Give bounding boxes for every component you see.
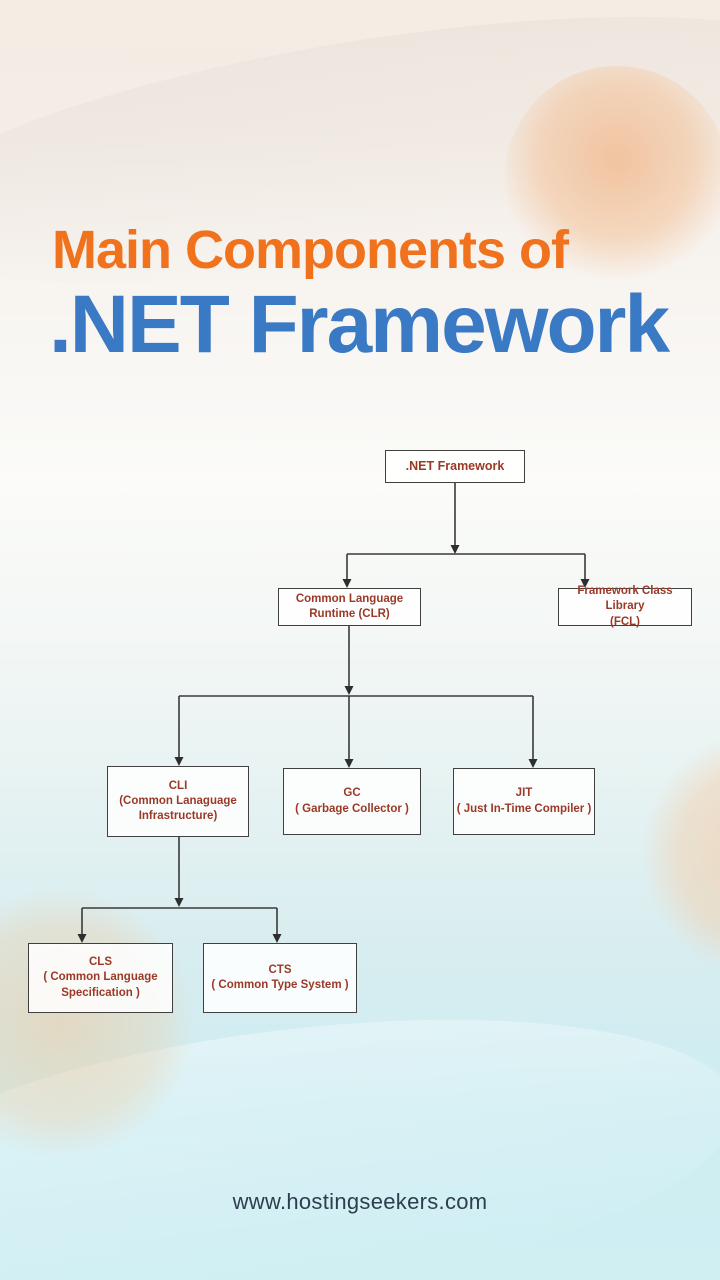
connector-cli-to-row4 [77, 837, 282, 943]
title-line-1: Main Components of [52, 220, 569, 280]
website-url: www.hostingseekers.com [232, 1189, 488, 1214]
node-dotnet-framework: .NET Framework [385, 450, 525, 483]
connector-clr-to-row3 [174, 626, 538, 768]
title-line-2: .NET Framework [49, 279, 670, 370]
node-gc: GC ( Garbage Collector ) [283, 768, 421, 835]
node-clr: Common Language Runtime (CLR) [278, 588, 421, 626]
node-cls: CLS ( Common Language Specification ) [28, 943, 173, 1013]
node-fcl: Framework Class Library (FCL) [558, 585, 692, 628]
node-cts: CTS ( Common Type System ) [203, 943, 357, 1013]
connector-root-to-row2 [342, 483, 590, 588]
node-jit: JIT ( Just In-Time Compiler ) [453, 768, 595, 835]
node-cli: CLI (Common Lanaguage Infrastructure) [107, 766, 249, 837]
